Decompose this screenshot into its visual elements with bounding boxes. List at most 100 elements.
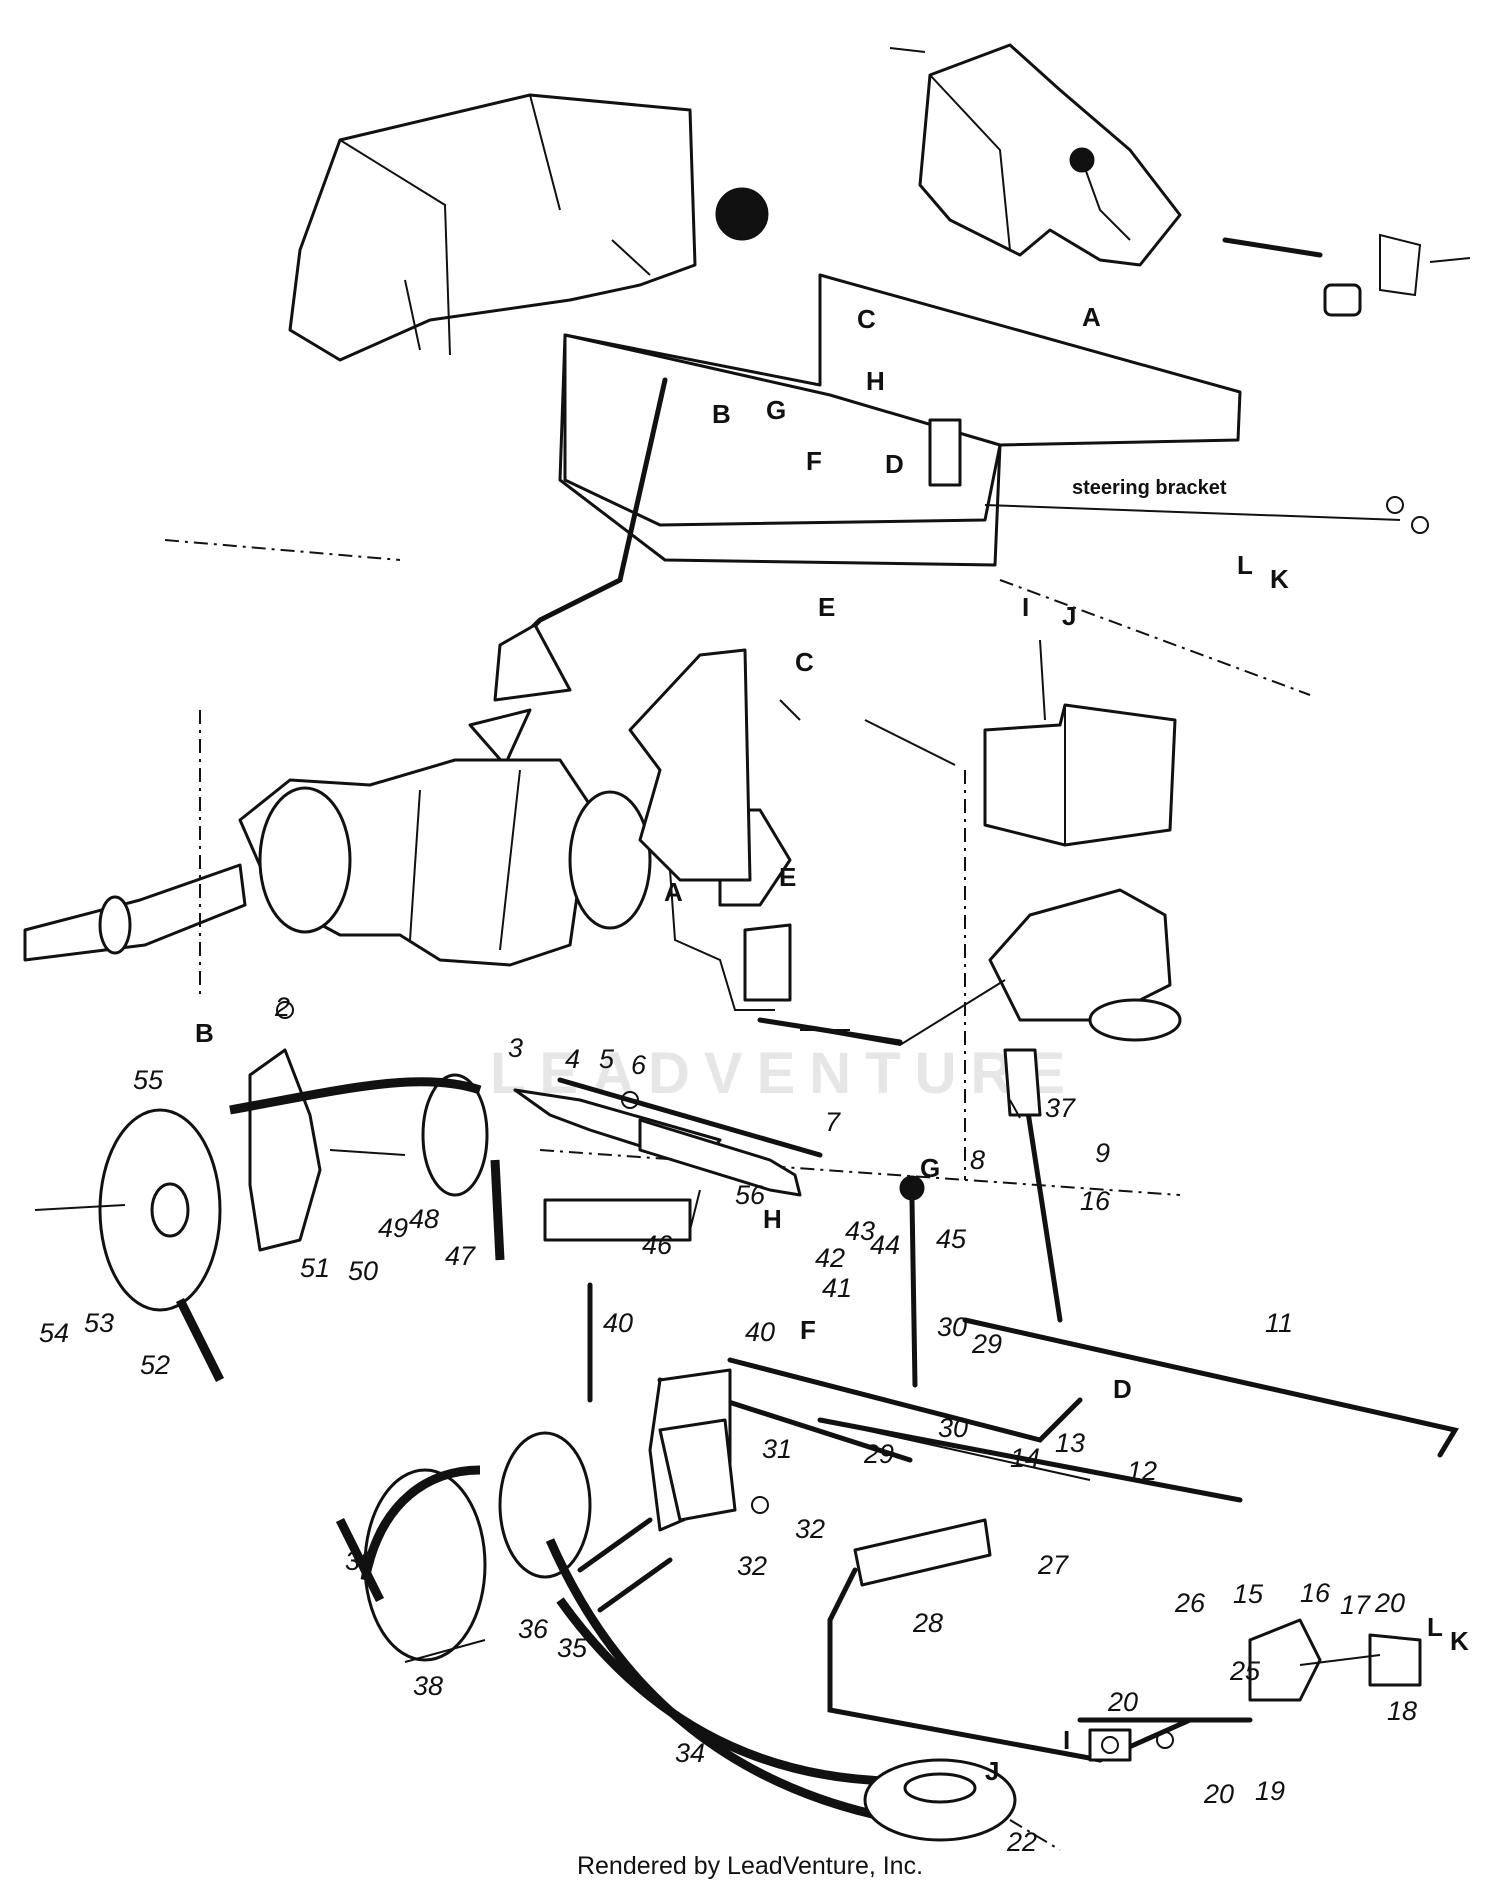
callout: A bbox=[664, 877, 683, 907]
callout: F bbox=[806, 446, 822, 476]
callout: 30 bbox=[938, 1413, 969, 1443]
callout: 46 bbox=[642, 1230, 673, 1260]
callout: 56 bbox=[735, 1180, 766, 1210]
bracket-c bbox=[628, 648, 956, 882]
callout: L bbox=[1237, 550, 1253, 580]
upper-console bbox=[889, 43, 1471, 317]
callout: 28 bbox=[913, 1608, 944, 1638]
callout: 25 bbox=[1230, 1656, 1261, 1686]
callout: 31 bbox=[762, 1434, 793, 1464]
callout: 4 bbox=[565, 1044, 581, 1074]
rod-11 bbox=[962, 1317, 1459, 1458]
callout: 38 bbox=[413, 1671, 444, 1701]
callout: 45 bbox=[936, 1224, 967, 1254]
callout: B bbox=[712, 399, 731, 429]
callout: D bbox=[885, 449, 904, 479]
callout: A bbox=[1082, 302, 1101, 332]
callout: G bbox=[766, 395, 787, 425]
callout: 12 bbox=[1127, 1456, 1158, 1486]
callout: 5 bbox=[599, 1044, 615, 1074]
callout: 11 bbox=[1265, 1308, 1294, 1338]
callout: 16 bbox=[1300, 1578, 1331, 1608]
steering-bracket-label: steering bracket bbox=[1072, 477, 1227, 499]
center-frame-plate bbox=[558, 273, 1429, 696]
callout: H bbox=[866, 366, 885, 396]
callout: 54 bbox=[39, 1318, 70, 1348]
callout: 32 bbox=[737, 1551, 768, 1581]
callout: G bbox=[920, 1153, 941, 1183]
callout: L bbox=[1427, 1612, 1443, 1642]
callout: K bbox=[1270, 564, 1289, 594]
callout: 48 bbox=[409, 1204, 440, 1234]
transaxle bbox=[23, 758, 792, 967]
callout: J bbox=[985, 1756, 1000, 1786]
footer-credit: Rendered by LeadVenture, Inc. bbox=[576, 1852, 924, 1880]
callout: 41 bbox=[822, 1273, 853, 1303]
callout: 50 bbox=[348, 1256, 379, 1286]
callout: 27 bbox=[1038, 1550, 1069, 1580]
callout: 14 bbox=[1010, 1443, 1041, 1473]
callout: F bbox=[800, 1315, 816, 1345]
callout: 36 bbox=[518, 1614, 549, 1644]
callout: 53 bbox=[84, 1308, 115, 1338]
lever-37 bbox=[1003, 1048, 1063, 1323]
shift-boot bbox=[468, 377, 668, 767]
callout: 42 bbox=[815, 1243, 846, 1273]
callout: 15 bbox=[1233, 1579, 1264, 1609]
callout: 19 bbox=[1255, 1776, 1286, 1806]
callout: 51 bbox=[300, 1253, 331, 1283]
callout: 29 bbox=[864, 1439, 895, 1469]
callout: 8 bbox=[970, 1145, 986, 1175]
callout: K bbox=[1450, 1626, 1469, 1656]
callout: E bbox=[818, 592, 836, 622]
watermark-text: LEADVENTURE bbox=[490, 1041, 1080, 1106]
pedal-bar bbox=[827, 1518, 1422, 1763]
callout: 7 bbox=[825, 1107, 841, 1137]
callout: 20 bbox=[1108, 1687, 1139, 1717]
callout: 22 bbox=[1007, 1827, 1038, 1857]
callout: 39 bbox=[345, 1546, 376, 1576]
callout: D bbox=[1113, 1374, 1132, 1404]
callout: 13 bbox=[1055, 1428, 1086, 1458]
callout: 55 bbox=[133, 1065, 164, 1095]
callout: 37 bbox=[1045, 1093, 1076, 1123]
left-fender-shroud bbox=[288, 93, 769, 362]
callout: 44 bbox=[870, 1230, 901, 1260]
callout: 43 bbox=[845, 1216, 876, 1246]
callout: 6 bbox=[631, 1050, 647, 1080]
clutch-linkage bbox=[513, 1077, 1091, 1532]
callout: 49 bbox=[378, 1213, 409, 1243]
callout: 32 bbox=[795, 1514, 826, 1544]
callout: E bbox=[779, 862, 797, 892]
callout: 35 bbox=[557, 1633, 588, 1663]
callout: 52 bbox=[140, 1350, 171, 1380]
callout: C bbox=[857, 304, 876, 334]
callout: 40 bbox=[603, 1308, 634, 1338]
callout: H bbox=[763, 1204, 782, 1234]
callout: I bbox=[1022, 592, 1030, 622]
callout: I bbox=[1063, 1725, 1071, 1755]
callout: 18 bbox=[1387, 1696, 1418, 1726]
callout: 20 bbox=[1375, 1588, 1406, 1618]
rod-27 bbox=[817, 1417, 1243, 1503]
callout: 30 bbox=[937, 1312, 968, 1342]
callout: 26 bbox=[1175, 1588, 1206, 1618]
callout: 3 bbox=[508, 1033, 524, 1063]
callout: J bbox=[1062, 601, 1077, 631]
callout: 40 bbox=[745, 1317, 776, 1347]
callout: 9 bbox=[1095, 1138, 1111, 1168]
lower-pulley-assembly bbox=[335, 1418, 941, 1825]
left-idler-bracket bbox=[34, 1048, 505, 1383]
callout: 16 bbox=[1080, 1186, 1111, 1216]
callout: 29 bbox=[972, 1329, 1003, 1359]
springs-linkage bbox=[669, 869, 1006, 1047]
callout: B bbox=[195, 1018, 214, 1048]
callout: C bbox=[795, 647, 814, 677]
callout: 20 bbox=[1204, 1779, 1235, 1809]
deck-pulley bbox=[863, 1758, 1061, 1851]
callout: 2 bbox=[275, 992, 291, 1022]
callout: 47 bbox=[445, 1241, 476, 1271]
callout: 17 bbox=[1340, 1590, 1371, 1620]
